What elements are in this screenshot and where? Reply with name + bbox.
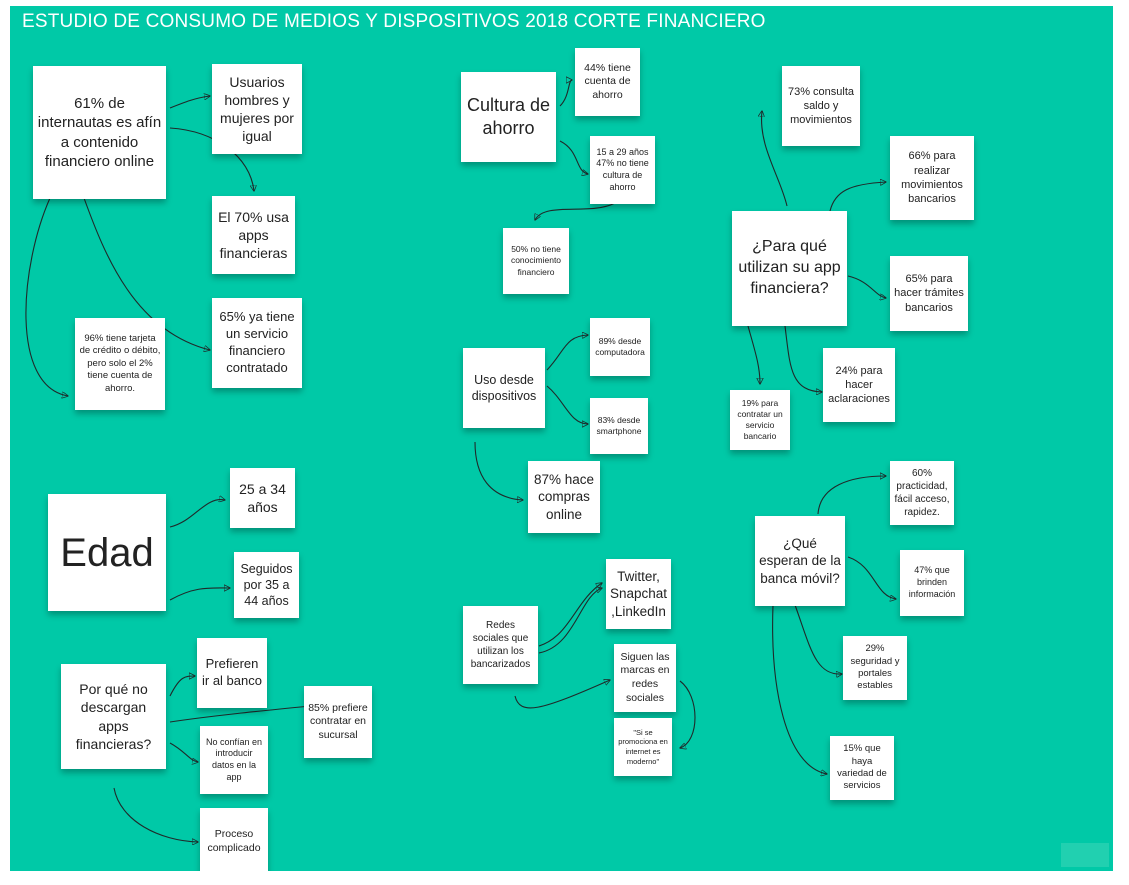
note-twitter[interactable]: Twitter, Snapchat ,LinkedIn [606, 559, 671, 629]
note-apps-70[interactable]: El 70% usa apps financieras [212, 196, 295, 274]
connector [680, 680, 696, 748]
connector [762, 111, 788, 207]
connector [169, 706, 310, 723]
connector [794, 604, 842, 674]
connector-layer [25, 6, 1113, 871]
note-edad-25-34[interactable]: 25 a 34 años [230, 468, 295, 528]
note-saldo-73[interactable]: 73% consulta saldo y movimientos [782, 66, 860, 146]
connector [83, 197, 210, 350]
note-conocimiento-50[interactable]: 50% no tiene conocimiento financiero [503, 228, 569, 294]
connector [169, 588, 230, 601]
note-informacion-47[interactable]: 47% que brinden información [900, 550, 964, 616]
note-por-que[interactable]: Por qué no descargan apps financieras? [61, 664, 166, 769]
connector [546, 385, 588, 424]
connector [747, 325, 760, 384]
connector [535, 202, 616, 220]
note-aclaraciones-24[interactable]: 24% para hacer aclaraciones [823, 348, 895, 422]
board-title: ESTUDIO DE CONSUMO DE MEDIOS Y DISPOSITI… [22, 11, 766, 32]
zoom-control[interactable] [1061, 843, 1109, 867]
connector [784, 325, 822, 392]
note-edad-35-44[interactable]: Seguidos por 35 a 44 años [234, 552, 299, 618]
note-internautas[interactable]: 61% de internautas es afín a contenido f… [33, 66, 166, 199]
note-redes[interactable]: Redes sociales que utilizan los bancariz… [463, 606, 538, 684]
connector [847, 556, 896, 599]
note-edad[interactable]: Edad [48, 494, 166, 611]
note-compras-87[interactable]: 87% hace compras online [528, 461, 600, 533]
connector [546, 335, 588, 371]
note-movimientos-66[interactable]: 66% para realizar movimientos bancarios [890, 136, 974, 220]
note-moderno[interactable]: "Si se promociona en internet es moderno… [614, 718, 672, 776]
note-marcas[interactable]: Siguen las marcas en redes sociales [614, 644, 676, 712]
connector [847, 275, 886, 298]
connector [169, 676, 195, 697]
connector [817, 476, 886, 515]
note-usuarios[interactable]: Usuarios hombres y mujeres por igual [212, 64, 302, 154]
note-prefieren[interactable]: Prefieren ir al banco [197, 638, 267, 708]
connector [25, 197, 68, 396]
connector [169, 742, 198, 762]
connector [169, 500, 225, 528]
connector [772, 604, 827, 774]
connector [559, 140, 588, 174]
connector [829, 182, 886, 212]
note-sucursal-85[interactable]: 85% prefiere contratar en sucursal [304, 686, 372, 758]
note-variedad-15[interactable]: 15% que haya variedad de servicios [830, 736, 894, 800]
note-uso-dispositivos[interactable]: Uso desde dispositivos [463, 348, 545, 428]
note-jovenes-47[interactable]: 15 a 29 años 47% no tiene cultura de aho… [590, 136, 655, 204]
note-contratar-19[interactable]: 19% para contratar un servicio bancario [730, 390, 790, 450]
note-para-que[interactable]: ¿Para qué utilizan su app financiera? [732, 211, 847, 326]
note-espera[interactable]: ¿Qué esperan de la banca móvil? [755, 516, 845, 606]
whiteboard[interactable]: ESTUDIO DE CONSUMO DE MEDIOS Y DISPOSITI… [10, 6, 1113, 871]
connector [474, 441, 523, 500]
connector [169, 96, 210, 109]
connector [514, 680, 610, 709]
connector [538, 583, 602, 647]
note-tramites-65[interactable]: 65% para hacer trámites bancarios [890, 256, 968, 331]
note-tarjeta-96[interactable]: 96% tiene tarjeta de crédito o débito, p… [75, 318, 165, 410]
note-seguridad-29[interactable]: 29% seguridad y portales estables [843, 636, 907, 700]
note-smartphone-83[interactable]: 83% desde smartphone [590, 398, 648, 454]
note-practicidad-60[interactable]: 60% practicidad, fácil acceso, rapidez. [890, 461, 954, 525]
note-cultura[interactable]: Cultura de ahorro [461, 72, 556, 162]
note-computadora-89[interactable]: 89% desde computadora [590, 318, 650, 376]
connector [559, 80, 572, 107]
note-servicio-65[interactable]: 65% ya tiene un servicio financiero cont… [212, 298, 302, 388]
note-no-confian[interactable]: No confían en introducir datos en la app [200, 726, 268, 794]
note-proceso[interactable]: Proceso complicado [200, 808, 268, 871]
note-ahorro-44[interactable]: 44% tiene cuenta de ahorro [575, 48, 640, 116]
connector [113, 787, 198, 842]
connector [538, 588, 602, 654]
